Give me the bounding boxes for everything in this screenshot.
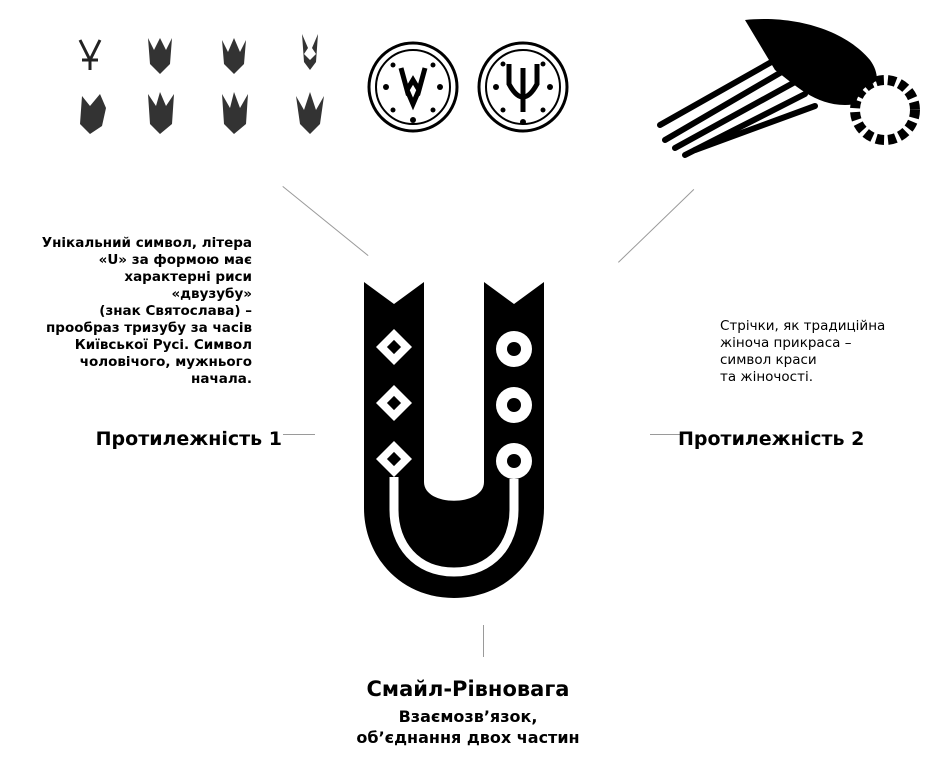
u-smile-logo	[364, 282, 544, 602]
connector-top-left	[282, 186, 368, 256]
tryzub-sketch-icon	[148, 38, 172, 74]
tryzub-sketch-icon	[80, 94, 106, 134]
opposite-1-heading: Протилежність 1	[60, 428, 282, 450]
tryzub-sketch-icon	[148, 92, 174, 134]
left-description-line: прообраз тризубу за часів	[40, 320, 252, 337]
tryzub-sketch-icon	[222, 38, 246, 74]
right-description-line: та жіночості.	[720, 369, 920, 386]
left-description-line: начала.	[40, 371, 252, 388]
tryzub-sketch-icon	[302, 34, 318, 70]
right-description-line: Стрічки, як традиційна	[720, 318, 920, 335]
center-description: Взаємозв’язок, об’єднання двох частин	[300, 706, 636, 748]
center-description-line: об’єднання двох частин	[300, 727, 636, 748]
left-description-line: чоловічого, мужнього	[40, 354, 252, 371]
left-description: Унікальний символ, літера «U» за формою …	[40, 235, 252, 388]
right-description: Стрічки, як традиційна жіноча прикраса –…	[720, 318, 920, 386]
left-description-line: Унікальний символ, літера	[40, 235, 252, 252]
ribbon-wreath-image	[655, 10, 925, 160]
center-title: Смайл-Рівновага	[300, 678, 636, 700]
left-description-line: Київської Русі. Символ	[40, 337, 252, 354]
center-description-line: Взаємозв’язок,	[300, 706, 636, 727]
left-description-line: характерні риси «двузубу»	[40, 269, 252, 303]
opposite-2-heading: Протилежність 2	[678, 428, 936, 450]
left-description-line: «U» за формою має	[40, 252, 252, 269]
coin-left	[366, 40, 460, 134]
tryzub-sketch-icon	[80, 40, 100, 70]
left-description-line: (знак Святослава) –	[40, 303, 252, 320]
coin-right	[476, 40, 570, 134]
tryzub-sketch-icon	[222, 92, 248, 134]
right-description-line: жіноча прикраса –	[720, 335, 920, 352]
connector-left	[283, 434, 315, 435]
connector-right	[650, 434, 680, 435]
connector-bottom	[483, 625, 484, 657]
tryzub-sketch-icon	[296, 92, 324, 134]
right-description-line: символ краси	[720, 352, 920, 369]
connector-top-right	[618, 189, 694, 263]
tryzub-sketches	[70, 30, 340, 140]
